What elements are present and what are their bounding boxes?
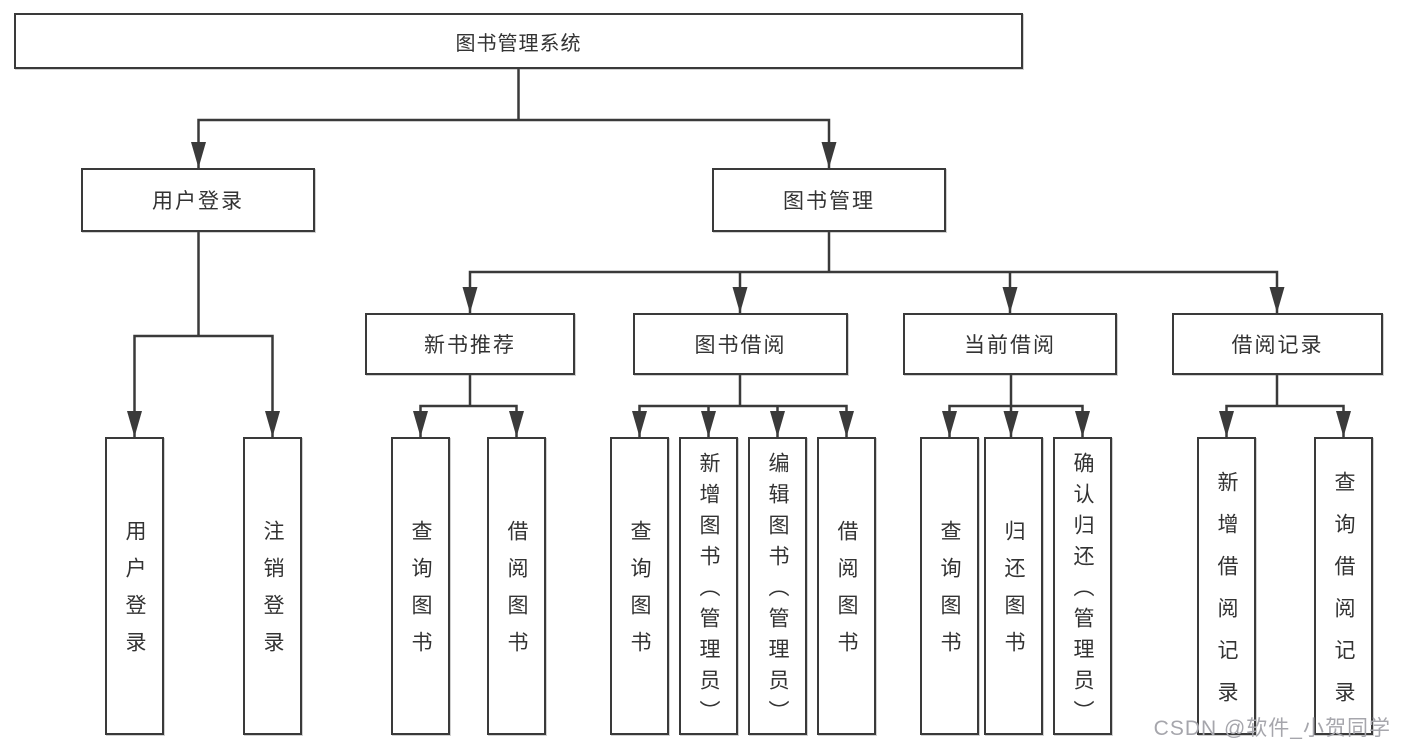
node-borrow-records: 借阅记录: [1172, 313, 1383, 375]
leaf-user-login: 用户登录: [105, 437, 164, 735]
leaf-nb-query-book: 查询图书: [391, 437, 450, 735]
connector-arrowheads: [127, 142, 1351, 437]
node-book-management-label: 图书管理: [783, 190, 875, 213]
arrowhead: [1219, 411, 1234, 437]
connector-current-borrow: [948, 375, 1084, 437]
arrowhead: [821, 142, 837, 168]
arrowhead: [770, 411, 785, 437]
leaf-cb-query-book: 查询图书: [920, 437, 979, 735]
connector-borrow-records: [1225, 375, 1345, 437]
connector-book-management: [468, 232, 1279, 313]
arrowhead: [942, 411, 957, 437]
arrowhead: [1269, 287, 1285, 313]
leaf-bb-edit-book-admin: 编辑图书（管理员）: [748, 437, 807, 735]
arrowhead: [1002, 287, 1018, 313]
leaf-cb-return-book-label: 归还图书: [1002, 520, 1025, 668]
arrowhead: [127, 411, 142, 437]
leaf-logout-label: 注销登录: [261, 520, 284, 668]
connector-new-book-recommend: [419, 375, 518, 437]
leaf-bb-edit-book-admin-label: 编辑图书（管理员）: [766, 451, 789, 731]
arrowhead: [509, 411, 524, 437]
arrowhead: [413, 411, 428, 437]
leaf-rec-query-record-label: 查询借阅记录: [1332, 470, 1355, 723]
node-book-management: 图书管理: [712, 168, 946, 232]
csdn-watermark: CSDN @软件_小贺同学: [1153, 717, 1391, 740]
leaf-cb-confirm-return-admin: 确认归还（管理员）: [1053, 437, 1112, 735]
arrowhead: [191, 142, 206, 168]
leaf-rec-add-record: 新增借阅记录: [1197, 437, 1256, 735]
leaf-cb-confirm-return-admin-label: 确认归还（管理员）: [1071, 451, 1094, 731]
leaf-bb-add-book-admin: 新增图书（管理员）: [679, 437, 738, 735]
node-root: 图书管理系统: [14, 13, 1023, 69]
arrowhead: [1075, 411, 1090, 437]
leaf-bb-borrow-book: 借阅图书: [817, 437, 876, 735]
leaf-rec-add-record-label: 新增借阅记录: [1215, 470, 1238, 723]
node-new-book-recommend-label: 新书推荐: [424, 334, 516, 357]
node-new-book-recommend: 新书推荐: [365, 313, 575, 375]
connector-user-login: [133, 232, 274, 437]
arrowhead: [1003, 411, 1019, 437]
arrowhead: [732, 287, 748, 313]
arrowhead: [265, 411, 280, 437]
leaf-cb-query-book-label: 查询图书: [938, 520, 961, 668]
leaf-bb-query-book: 查询图书: [610, 437, 669, 735]
leaf-nb-query-book-label: 查询图书: [409, 520, 432, 668]
leaf-user-login-label: 用户登录: [123, 520, 146, 668]
leaf-bb-borrow-book-label: 借阅图书: [835, 520, 858, 668]
node-current-borrow-label: 当前借阅: [964, 334, 1056, 357]
leaf-logout: 注销登录: [243, 437, 302, 735]
connector-root: [197, 69, 831, 168]
node-borrow-records-label: 借阅记录: [1231, 334, 1324, 357]
node-user-login-label: 用户登录: [152, 190, 244, 213]
arrowhead: [1336, 411, 1351, 437]
leaf-cb-return-book: 归还图书: [984, 437, 1043, 735]
leaf-bb-add-book-admin-label: 新增图书（管理员）: [697, 451, 720, 731]
node-root-label: 图书管理系统: [455, 32, 582, 55]
node-book-borrow: 图书借阅: [633, 313, 848, 375]
leaf-nb-borrow-book-label: 借阅图书: [505, 520, 528, 668]
node-current-borrow: 当前借阅: [903, 313, 1117, 375]
leaf-rec-query-record: 查询借阅记录: [1314, 437, 1373, 735]
node-book-borrow-label: 图书借阅: [694, 334, 787, 357]
leaf-bb-query-book-label: 查询图书: [628, 520, 651, 668]
arrowhead: [462, 287, 478, 313]
arrowhead: [839, 411, 854, 437]
connector-book-borrow: [638, 375, 848, 437]
node-user-login: 用户登录: [81, 168, 315, 232]
arrowhead: [632, 411, 647, 437]
leaf-nb-borrow-book: 借阅图书: [487, 437, 546, 735]
arrowhead: [701, 411, 716, 437]
